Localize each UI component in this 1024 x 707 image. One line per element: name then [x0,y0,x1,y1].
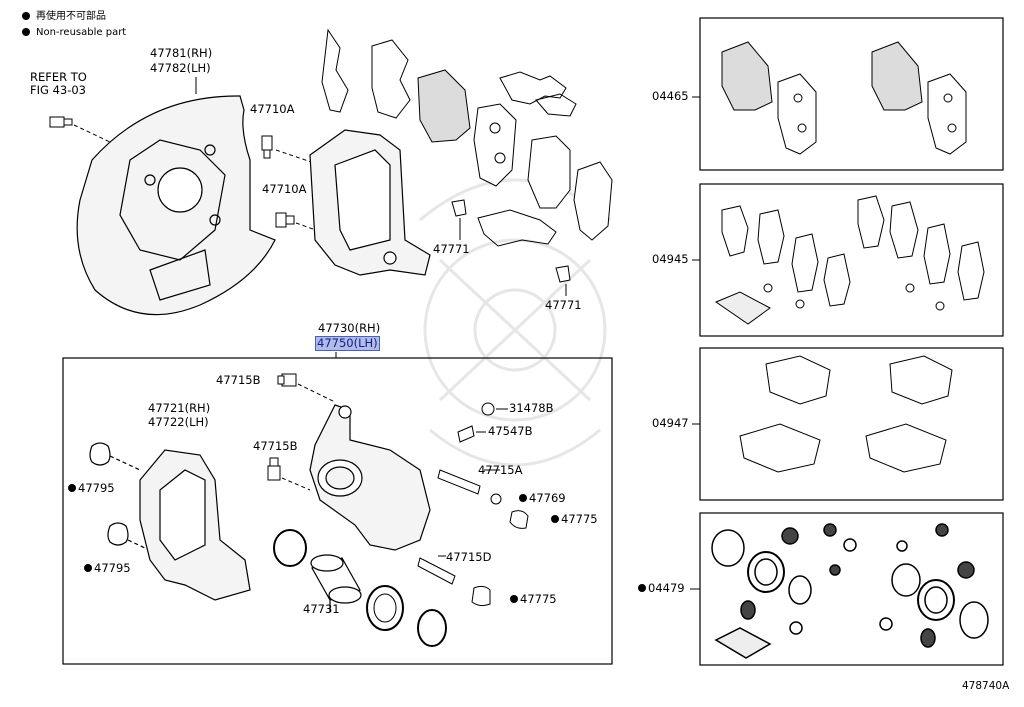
label-47775-upper: 47775 [551,513,598,526]
kit-04945-shims [714,195,985,325]
label-47769: 47769 [519,492,566,505]
kit-04479-seals [711,523,989,659]
kit-04465-pads [721,41,967,155]
label-47715a: 47715A [478,463,523,477]
small-parts-right [417,402,529,607]
kit-box-04947 [699,347,1004,501]
legend-row-ja: 再使用不可部品 [22,10,106,23]
label-caliper-lh-highlighted[interactable]: 47750(LH) [315,336,380,351]
refer-bolt-icon [49,116,111,143]
label-kit-04465: 04465 [652,89,689,103]
kit-04947-shims [739,355,953,473]
dust-shield [76,95,276,316]
legend-row-en: Non-reusable part [22,26,126,39]
label-shield-rh: 47781(RH) [150,46,213,60]
figure-code: 478740A [962,680,1010,692]
label-47731: 47731 [303,602,340,616]
label-47795-lower: 47795 [84,562,131,575]
label-mounting-rh: 47721(RH) [148,401,211,415]
label-47710a-bottom: 47710A [262,182,307,196]
legend-text-ja: 再使用不可部品 [36,11,106,22]
label-47715b-top: 47715B [216,373,261,387]
bushing-47795-icons [89,442,146,549]
label-caliper-rh: 47730(RH) [318,321,381,335]
non-reusable-bullet-icon [519,494,527,502]
label-mounting-lh: 47722(LH) [148,415,209,429]
brake-pad-set [321,28,613,241]
label-47547b: 47547B [488,424,533,438]
non-reusable-bullet-icon [510,595,518,603]
watermark-emblem [419,178,611,467]
label-refer-line2: FIG 43-03 [30,83,86,97]
piston [310,554,362,612]
mounting-support-lower [139,449,251,601]
caliper-assembly-box [62,357,613,665]
bolt-47715b-icons [267,373,336,491]
kit-box-04465 [699,17,1004,171]
label-47710a-top: 47710A [250,102,295,116]
label-shield-lh: 47782(LH) [150,61,211,75]
label-47795-upper: 47795 [68,482,115,495]
caliper-body [309,404,431,551]
label-47715d: 47715D [446,550,492,564]
label-kit-04479: 04479 [638,582,685,595]
non-reusable-bullet-icon [68,484,76,492]
kit-leader-lines [335,96,700,590]
piston-seals [273,529,447,647]
label-47771-left: 47771 [433,242,470,256]
caliper-mounting-upper [309,129,431,276]
label-47715b-lower: 47715B [253,439,298,453]
non-reusable-bullet-icon [22,28,30,36]
label-31478b: 31478B [509,401,554,415]
label-47775-lower: 47775 [510,593,557,606]
label-kit-04945: 04945 [652,252,689,266]
label-47771-right: 47771 [545,298,582,312]
non-reusable-bullet-icon [84,564,92,572]
label-kit-04947: 04947 [652,416,689,430]
legend-text-en: Non-reusable part [36,27,127,38]
non-reusable-bullet-icon [638,584,646,592]
non-reusable-bullet-icon [22,12,30,20]
anti-squeal-shims [477,71,577,247]
clip-icons [451,199,571,296]
label-refer-line1: REFER TO [30,70,87,84]
non-reusable-bullet-icon [551,515,559,523]
